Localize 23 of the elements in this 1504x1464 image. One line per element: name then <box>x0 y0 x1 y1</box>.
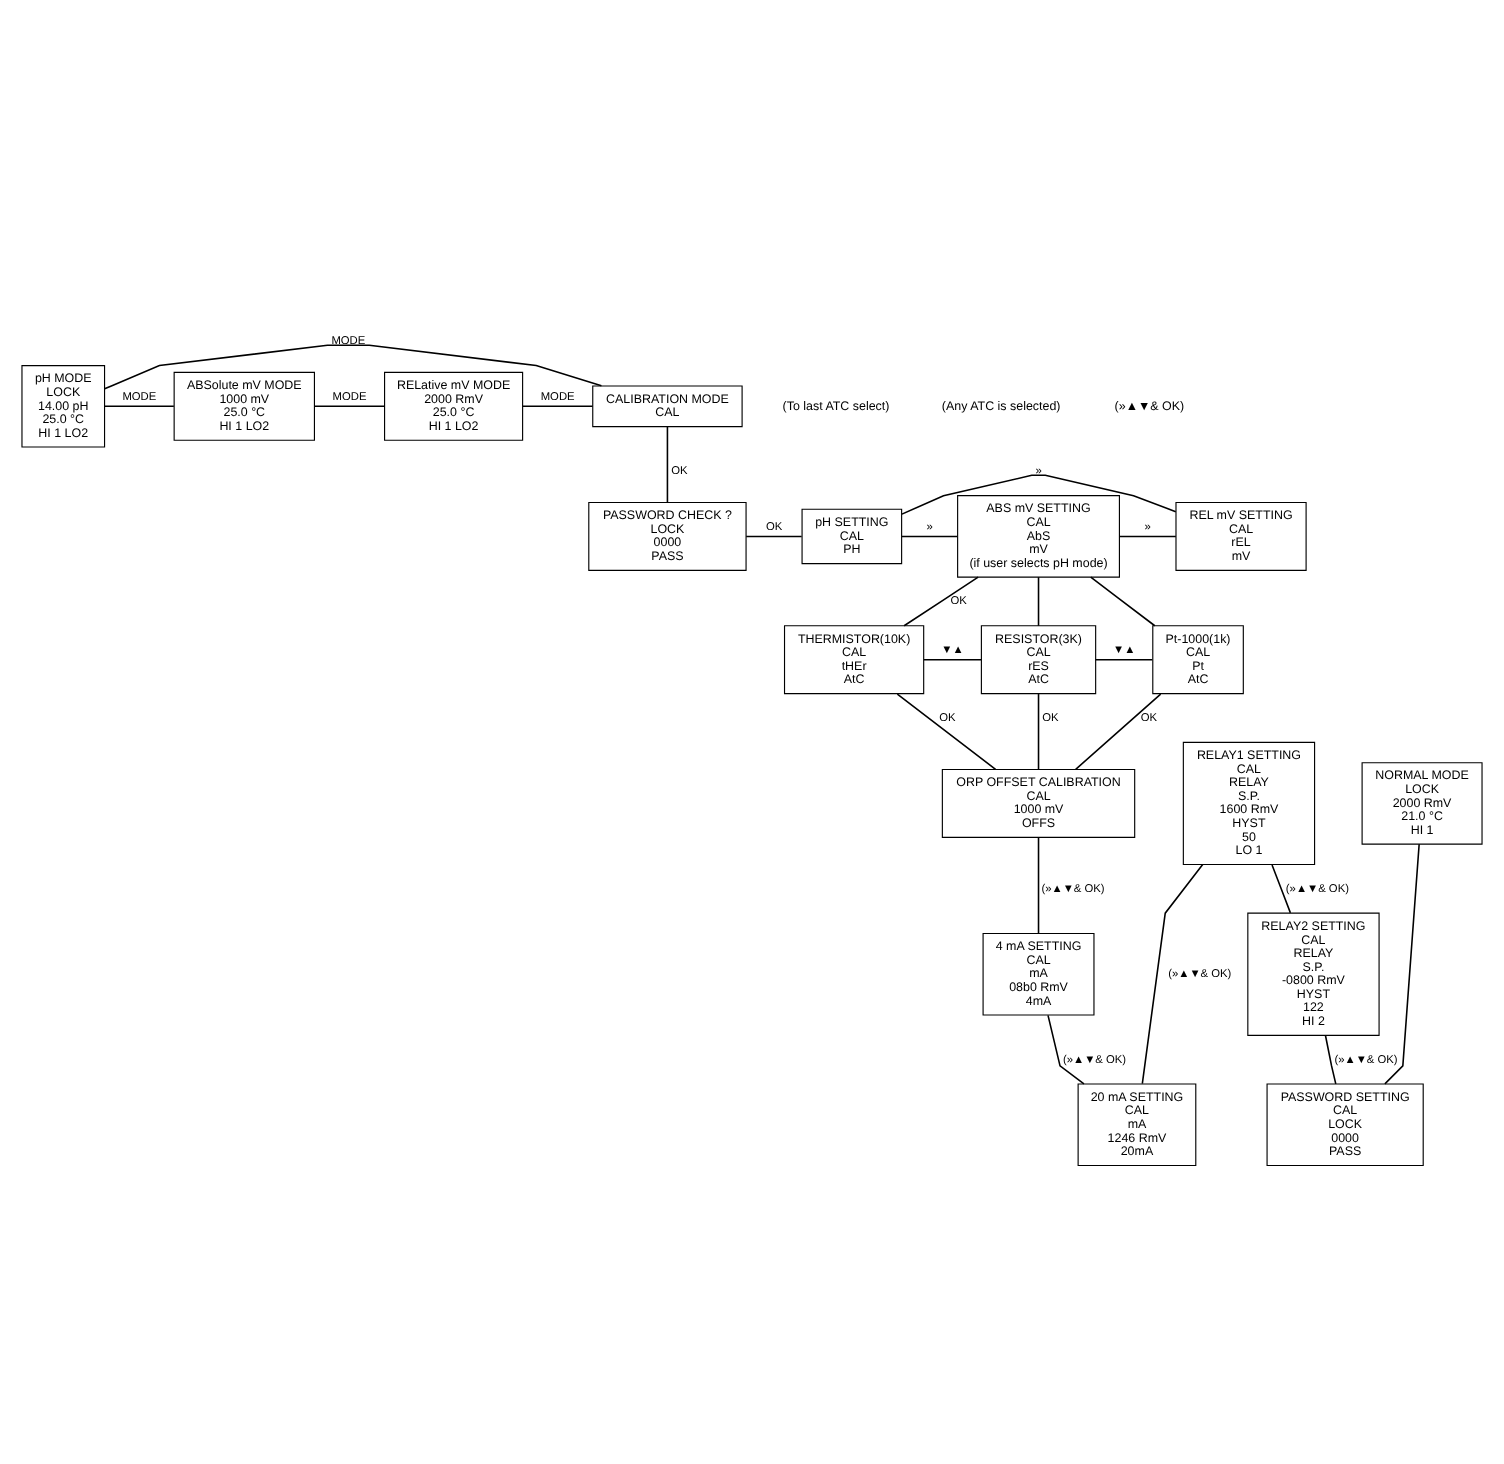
connector <box>1037 692 1040 770</box>
connector <box>1089 575 1156 626</box>
connector <box>666 425 669 503</box>
connector <box>1118 534 1177 537</box>
connector <box>313 404 386 407</box>
connector <box>896 692 997 770</box>
connector <box>1141 862 1204 1084</box>
connector <box>903 575 979 626</box>
connector <box>901 473 1177 514</box>
connector <box>1037 575 1040 626</box>
connector <box>1384 842 1420 1084</box>
connector <box>1047 1013 1085 1084</box>
connector <box>923 657 983 660</box>
connector <box>103 343 603 389</box>
connector <box>1074 692 1162 770</box>
connector <box>1271 863 1292 913</box>
connector <box>521 404 594 407</box>
connector <box>1324 1034 1337 1084</box>
connector <box>104 404 175 407</box>
connector <box>745 534 803 537</box>
connector <box>1094 657 1154 660</box>
connector <box>901 534 959 537</box>
connector <box>1037 835 1040 934</box>
